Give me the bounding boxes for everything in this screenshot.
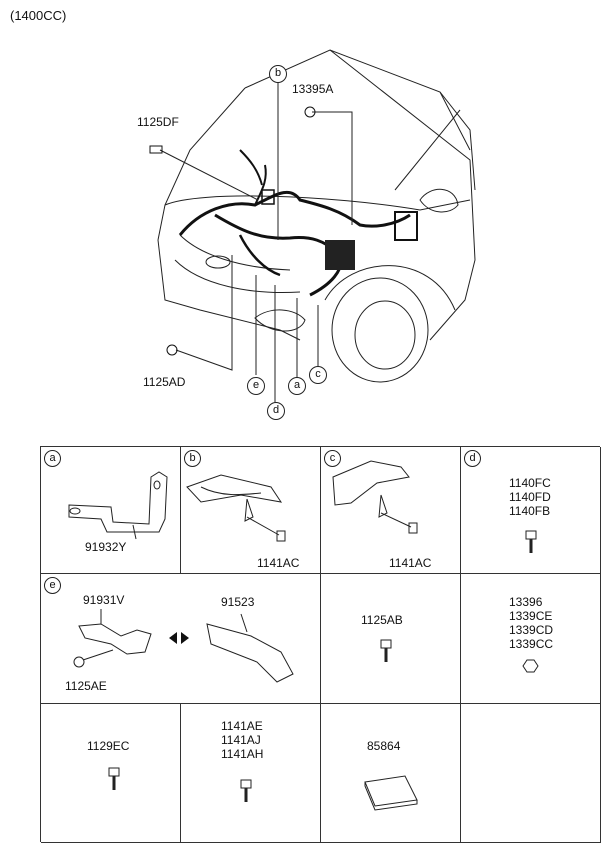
cell-c: c 1141AC [321, 447, 461, 574]
bracket-drawings-e [73, 609, 294, 683]
cell-b: b 1141AC [181, 447, 321, 574]
part-number-91931V: 91931V [83, 593, 125, 607]
part-number-1339CC: 1339CC [509, 637, 554, 651]
part-number-1140FB: 1140FB [509, 504, 551, 518]
part-number-1141AE: 1141AE [221, 719, 263, 733]
part-number-1141AJ: 1141AJ [221, 733, 261, 747]
part-number-1141AC-c: 1141AC [389, 556, 432, 570]
engine-variant-label: (1400CC) [10, 8, 67, 23]
part-number-1140FC: 1140FC [509, 476, 551, 490]
part-number-1129EC: 1129EC [87, 739, 130, 753]
bracket-drawing-91932Y [68, 471, 168, 540]
harness-bracket-drawing-c [332, 460, 418, 534]
nut-drawing-g [522, 659, 539, 673]
cell-a: a 91932Y [41, 447, 181, 574]
cell-h: 1129EC [41, 704, 181, 843]
bolt-drawing-1129EC [108, 767, 120, 790]
bolt-drawing-1125AB [380, 639, 392, 662]
car-harness-overview-drawing [149, 49, 476, 402]
part-number-1141AH: 1141AH [221, 747, 264, 761]
overview-letter-e: e [247, 377, 265, 395]
part-number-13396: 13396 [509, 595, 543, 609]
cell-letter-d: d [464, 450, 481, 467]
cell-letter-e: e [44, 577, 61, 594]
bolt-drawing-i [240, 779, 252, 802]
overview-letter-b: b [269, 65, 287, 83]
part-number-91932Y: 91932Y [85, 540, 127, 554]
parts-grid: a 91932Y b 1141AC c 1141AC [40, 446, 601, 843]
cell-i: 1141AE 1141AJ 1141AH [181, 704, 321, 843]
cell-g: 13396 1339CE 1339CD 1339CC [461, 574, 601, 704]
overview-letter-d: d [267, 402, 285, 420]
callout-13395A: 13395A [292, 82, 334, 96]
cell-e: e 91931V 91523 1125AE [41, 574, 321, 704]
part-number-1125AB: 1125AB [361, 613, 403, 627]
cell-d: d 1140FC 1140FD 1140FB [461, 447, 601, 574]
part-number-1339CD: 1339CD [509, 623, 554, 637]
part-number-1140FD: 1140FD [509, 490, 551, 504]
cell-j: 85864 [321, 704, 461, 843]
callout-1125AD: 1125AD [143, 375, 186, 389]
callout-1125DF: 1125DF [137, 115, 179, 129]
part-number-91523: 91523 [221, 595, 255, 609]
cell-letter-c: c [324, 450, 341, 467]
part-number-1339CE: 1339CE [509, 609, 553, 623]
pad-drawing-85864 [364, 775, 418, 811]
overview-letter-c: c [309, 366, 327, 384]
cell-f: 1125AB [321, 574, 461, 704]
part-number-1141AC-b: 1141AC [257, 556, 300, 570]
harness-bracket-drawing-b [186, 474, 286, 542]
cell-empty [461, 704, 601, 843]
part-number-1125AE: 1125AE [65, 679, 107, 693]
cell-letter-a: a [44, 450, 61, 467]
cell-letter-b: b [184, 450, 201, 467]
part-number-85864: 85864 [367, 739, 401, 753]
overview-letter-a: a [288, 377, 306, 395]
bolt-drawing-d [525, 530, 537, 553]
